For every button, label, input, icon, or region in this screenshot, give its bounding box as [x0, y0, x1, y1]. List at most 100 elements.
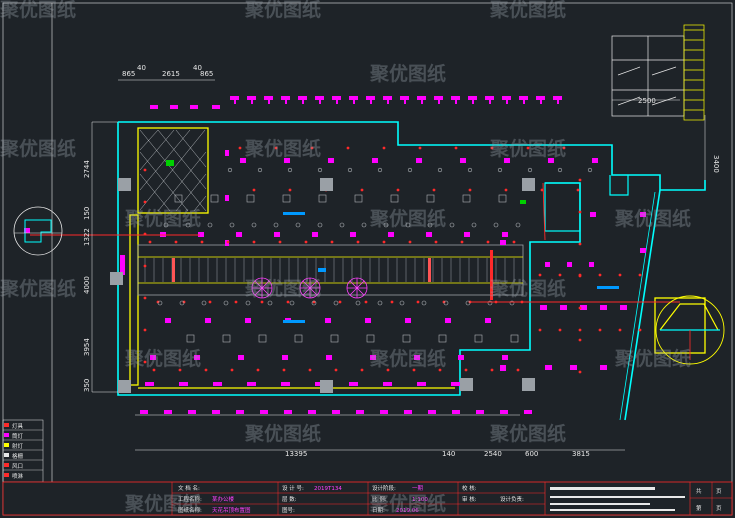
sprinkler-head: [538, 328, 542, 332]
light-fixture: [282, 355, 288, 360]
sprinkler-head: [578, 328, 582, 332]
sprinkler-head: [143, 360, 147, 364]
light-fixture: [308, 410, 316, 414]
ceiling-fixture: [510, 334, 519, 343]
light-fixture: [332, 410, 340, 414]
sprinkler-head: [338, 300, 342, 304]
stair-block: [611, 24, 705, 121]
downlight: [515, 222, 521, 228]
sprinkler-head: [310, 146, 314, 150]
light-fixture: [325, 318, 331, 323]
downlight: [471, 222, 477, 228]
column: [110, 272, 123, 285]
downlight: [287, 167, 293, 173]
downlight: [179, 300, 185, 306]
light-fixture: [472, 100, 474, 104]
sprinkler-head: [356, 240, 360, 244]
downlight: [295, 222, 301, 228]
downlight: [355, 300, 361, 306]
tb-lead-label: 设计负责:: [500, 495, 524, 503]
sprinkler-head: [454, 146, 458, 150]
sprinkler-head: [460, 240, 464, 244]
downlight: [289, 300, 295, 306]
watermark-text: 聚优图纸: [489, 422, 566, 445]
detail-circle-left: [13, 206, 63, 256]
light-fixture: [476, 410, 484, 414]
sprinkler-head: [598, 273, 602, 277]
sprinkler-head: [526, 146, 530, 150]
column: [320, 178, 333, 191]
tb-scale: 1:100: [412, 497, 428, 503]
light-fixture: [451, 382, 460, 386]
sprinkler-head: [512, 240, 516, 244]
light-fixture: [236, 232, 242, 237]
sprinkler-head: [330, 240, 334, 244]
ceiling-fixture: [438, 334, 447, 343]
ceiling-fixture: [294, 334, 303, 343]
watermark-text: 聚优图纸: [369, 492, 446, 515]
dim-top-3: 40: [193, 64, 202, 72]
dim-left-5: 350: [83, 379, 91, 392]
downlight: [443, 300, 449, 306]
light-fixture: [260, 410, 268, 414]
light-fixture: [452, 410, 460, 414]
light-fixture: [502, 355, 508, 360]
light-fixture: [264, 96, 273, 100]
downlight: [467, 167, 473, 173]
sprinkler-head: [278, 240, 282, 244]
dim-bottom-0: 13395: [285, 450, 307, 458]
light-fixture: [120, 255, 125, 275]
light-fixture: [336, 100, 338, 104]
light-fixture: [570, 365, 577, 370]
sprinkler-head: [490, 146, 494, 150]
light-fixture: [332, 96, 341, 100]
sprinkler-head: [638, 328, 642, 332]
watermark-text: 聚优图纸: [0, 137, 76, 160]
sprinkler-head: [434, 240, 438, 244]
light-fixture: [251, 100, 253, 104]
tb-doc-label: 文 档 名:: [178, 484, 200, 492]
light-fixture: [372, 158, 378, 163]
light-fixture: [504, 158, 510, 163]
light-fixture: [145, 382, 154, 386]
sprinkler-head: [282, 368, 286, 372]
ceiling-fixture: [186, 334, 195, 343]
light-fixture: [567, 262, 572, 267]
sprinkler-head: [200, 240, 204, 244]
light-fixture: [589, 262, 594, 267]
watermark-text: 聚优图纸: [244, 277, 321, 300]
sprinkler-head: [464, 368, 468, 372]
dimension-lines: [91, 79, 706, 451]
dim-top-2: 2615: [162, 70, 180, 78]
light-fixture: [356, 410, 364, 414]
downlight: [377, 167, 383, 173]
sprinkler-head: [618, 328, 622, 332]
light-fixture: [620, 305, 627, 310]
sprinkler-head: [578, 273, 582, 277]
watermark-text: 聚优图纸: [0, 0, 76, 21]
tb-page-a: 页: [716, 488, 722, 495]
downlight: [509, 300, 515, 306]
ceiling-fixture: [222, 334, 231, 343]
downlight: [207, 222, 213, 228]
light-fixture: [312, 232, 318, 237]
dim-top-1: 40: [137, 64, 146, 72]
sprinkler-head: [578, 242, 582, 246]
dim-bottom-1: 140: [442, 450, 455, 458]
light-fixture: [600, 365, 607, 370]
downlight: [497, 167, 503, 173]
light-fixture: [350, 232, 356, 237]
blue-tags: [283, 212, 619, 323]
light-fixture: [545, 262, 550, 267]
tb-drawing-name: 天花吊顶布置图: [212, 506, 251, 514]
legend-0: 灯具: [12, 422, 24, 430]
downlight: [427, 222, 433, 228]
ceiling-fixture: [366, 334, 375, 343]
tb-check-label: 校 核:: [462, 484, 477, 492]
light-fixture: [274, 232, 280, 237]
downlight: [273, 222, 279, 228]
sprinkler-head: [234, 300, 238, 304]
ceiling-fixture: [462, 194, 471, 203]
downlight: [311, 300, 317, 306]
